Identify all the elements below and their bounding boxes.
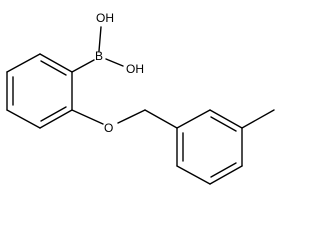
molecule-drawing: B OH OH O	[6, 11, 275, 185]
ring2-double-2	[210, 162, 237, 178]
ring2-bond-1	[176, 109, 211, 129]
boronic-phenyl-ring	[6, 53, 73, 129]
ether-oxygen-label: O	[104, 121, 113, 135]
c-o-bond	[71, 109, 104, 125]
ring1-bond-1	[39, 53, 73, 73]
o-ch2-bond	[117, 109, 146, 124]
boron-label: B	[95, 49, 103, 63]
b-oh-right-bond	[105, 58, 124, 67]
ring2-bond-2	[209, 109, 243, 129]
structure-diagram: B OH OH O	[6, 11, 275, 185]
boronic-acid-group: B OH OH	[71, 11, 144, 76]
ring2-bond-4	[209, 165, 243, 185]
ring1-bond-3	[39, 109, 73, 129]
c-b-bond	[71, 59, 95, 73]
ether-linkage: O	[71, 109, 178, 135]
ring1-double-1	[40, 60, 67, 76]
ring2-double-1	[210, 116, 237, 132]
ring1-bond-6	[6, 53, 41, 73]
hydroxyl-top-label: OH	[96, 11, 114, 25]
tolyl-ring	[176, 109, 243, 185]
hydroxyl-right-label: OH	[126, 62, 144, 76]
ring2-bond-5	[176, 165, 211, 185]
ring1-bond-4	[6, 109, 41, 129]
ch2-ring-bond	[144, 109, 178, 129]
methyl-bond	[241, 109, 275, 129]
b-oh-top-bond	[98, 26, 102, 52]
ring1-double-2	[40, 106, 67, 122]
